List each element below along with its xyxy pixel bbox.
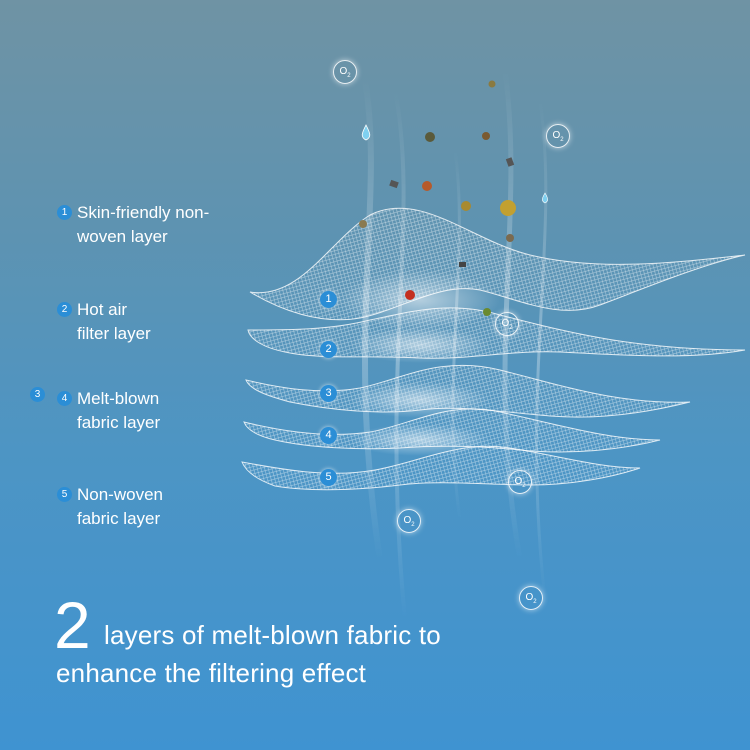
layer-labels: 1 Skin-friendly non- woven layer 2 Hot a…: [0, 0, 260, 560]
layer-marker-4: 4: [320, 427, 337, 444]
oxygen-bubble-icon: O2: [495, 312, 519, 336]
layer-number-badge: 3: [30, 387, 45, 402]
layer-2-mesh: [247, 307, 746, 363]
layer-marker-1: 1: [320, 291, 337, 308]
layer-label-3-4: 4 Melt-blown fabric layer: [57, 387, 160, 435]
headline-number: 2: [54, 588, 91, 662]
layer-number-badge: 4: [57, 391, 72, 406]
oxygen-bubble-icon: O2: [546, 124, 570, 148]
layer-4-mesh: [243, 408, 661, 456]
oxygen-bubble-icon: O2: [508, 470, 532, 494]
oxygen-bubble-icon: O2: [519, 586, 543, 610]
layer-marker-2: 2: [320, 341, 337, 358]
oxygen-bubble-icon: O2: [333, 60, 357, 84]
layer-number-badge: 5: [57, 487, 72, 502]
layer-label-1: 1 Skin-friendly non- woven layer: [57, 201, 209, 249]
layer-number-badge: 1: [57, 205, 72, 220]
headline-line-1: layers of melt-blown fabric to: [104, 620, 441, 650]
layer-1-mesh: [249, 207, 746, 330]
headline-line-2: enhance the filtering effect: [56, 658, 367, 688]
layer-5-mesh: [241, 445, 641, 491]
layer-marker-3: 3: [320, 385, 337, 402]
oxygen-bubble-icon: O2: [397, 509, 421, 533]
layer-label-5: 5 Non-woven fabric layer: [57, 483, 163, 531]
layer-label-2: 2 Hot air filter layer: [57, 298, 151, 346]
layer-number-badge: 2: [57, 302, 72, 317]
layer-marker-5: 5: [320, 469, 337, 486]
layer-3-mesh: [245, 364, 691, 418]
particles: [359, 80, 548, 316]
